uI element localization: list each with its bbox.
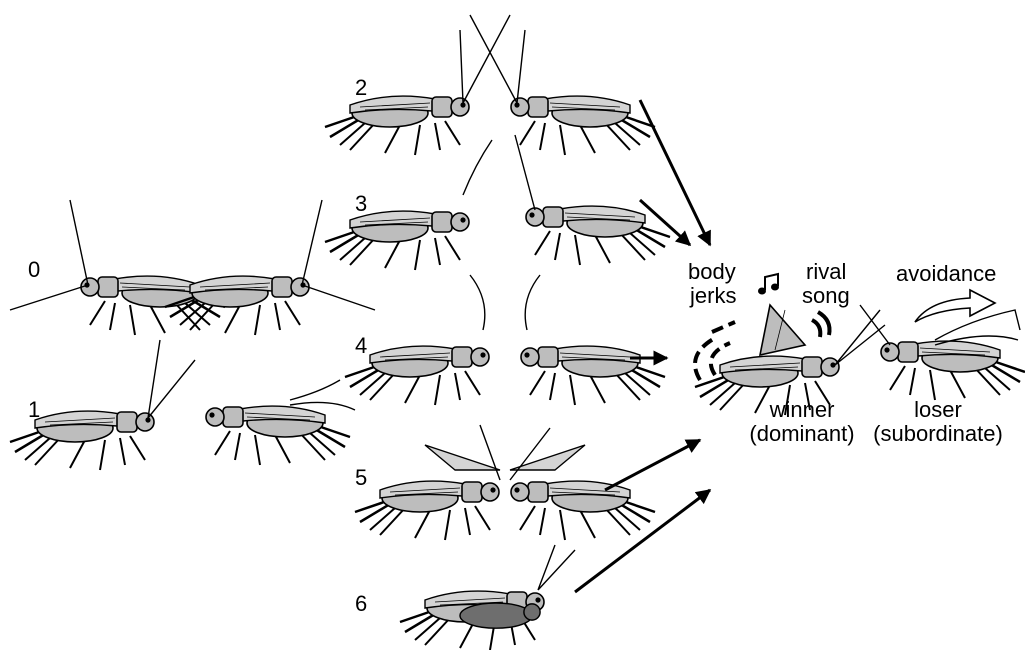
stage-label-1: 1 [28, 398, 40, 422]
stage-label-5: 5 [355, 466, 367, 490]
stage-6-crickets [400, 545, 575, 650]
stage-4-crickets [345, 275, 665, 405]
stage-0-crickets [10, 200, 375, 335]
winner-label-line1: winner [742, 398, 862, 422]
stage-label-0: 0 [28, 258, 40, 282]
loser-cricket [860, 305, 1025, 400]
music-note-icon [758, 274, 779, 295]
loser-label-line1: loser [868, 398, 1008, 422]
rival-song-marks [812, 312, 830, 337]
arrow-from-stage-3 [640, 200, 690, 245]
stage-label-3: 3 [355, 192, 367, 216]
stage-1-crickets [10, 340, 355, 470]
loser-label-line2: (subordinate) [868, 422, 1008, 446]
stage-label-6: 6 [355, 592, 367, 616]
stage-5-crickets [355, 425, 655, 540]
arrow-from-stage-5 [605, 440, 700, 490]
stage-3-crickets [325, 135, 670, 270]
rival-song-label-line1: rival [806, 260, 846, 284]
stage-2-crickets [325, 15, 655, 155]
avoidance-arrow-icon [915, 290, 995, 322]
stage-label-4: 4 [355, 334, 367, 358]
rival-song-label-line2: song [802, 284, 850, 308]
winner-label-line2: (dominant) [742, 422, 862, 446]
body-jerks-label-line1: body [688, 260, 736, 284]
body-jerks-label-line2: jerks [690, 284, 736, 308]
avoidance-label: avoidance [896, 262, 996, 286]
arrow-from-stage-2 [640, 100, 710, 245]
stage-label-2: 2 [355, 76, 367, 100]
